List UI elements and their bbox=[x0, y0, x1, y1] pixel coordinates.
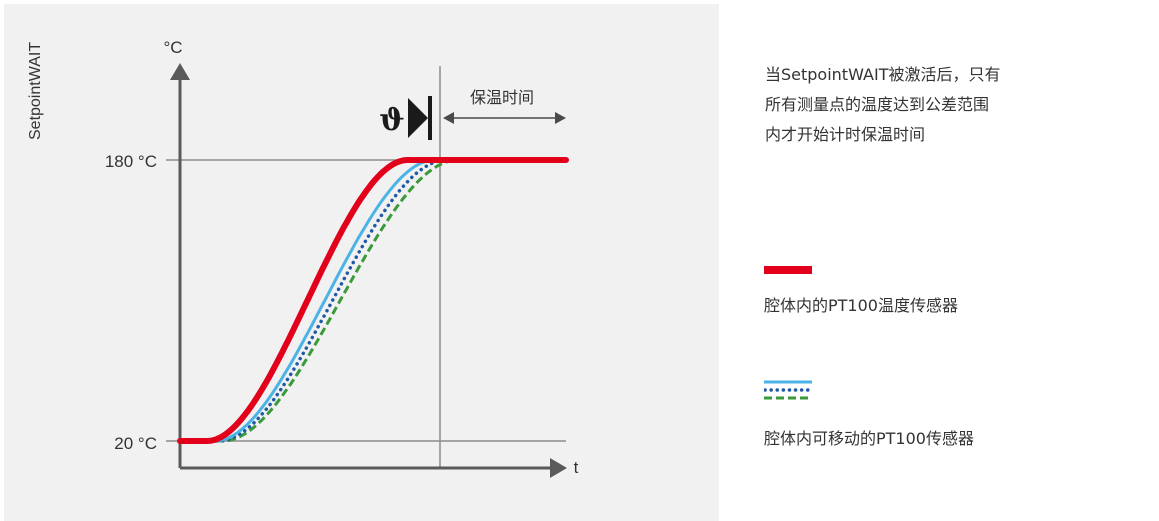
y-tick-180: 180 °C bbox=[105, 152, 157, 171]
legend-swatch-movable bbox=[764, 380, 814, 400]
y-axis-arrow bbox=[170, 63, 190, 80]
y-axis-label: SetpointWAIT bbox=[27, 42, 44, 140]
hold-marker-bar bbox=[428, 96, 432, 140]
hold-marker-triangle-icon bbox=[408, 98, 428, 138]
description-line-1: 当SetpointWAIT被激活后，只有 bbox=[765, 65, 1001, 84]
description-text: 当SetpointWAIT被激活后，只有 所有测量点的温度达到公差范围 内才开始… bbox=[765, 60, 1065, 150]
series-curve-dotted-2 bbox=[178, 158, 568, 443]
temperature-chart: SetpointWAIT °C t 180 °C 20 °C ϑ 保温时间 bbox=[27, 38, 579, 478]
chart-panel bbox=[4, 4, 719, 521]
hold-arrow-left-head bbox=[443, 112, 454, 124]
description-line-3: 内才开始计时保温时间 bbox=[765, 125, 926, 144]
series-layer bbox=[177, 157, 569, 444]
series-curve-solid-0 bbox=[177, 157, 569, 444]
y-tick-20: 20 °C bbox=[114, 434, 157, 453]
y-unit-label: °C bbox=[163, 38, 182, 57]
x-unit-label: t bbox=[574, 458, 579, 477]
series-curve-dashed-3 bbox=[180, 158, 566, 443]
series-curve-solid-1 bbox=[180, 158, 566, 443]
theta-symbol: ϑ bbox=[379, 103, 404, 138]
legend-swatch-red bbox=[764, 266, 812, 274]
description-line-2: 所有测量点的温度达到公差范围 bbox=[765, 95, 990, 114]
legend-label-chamber-sensor: 腔体内的PT100温度传感器 bbox=[764, 296, 958, 315]
hold-time-label: 保温时间 bbox=[470, 88, 534, 107]
x-axis-arrow bbox=[550, 458, 567, 478]
legend-label-movable-sensor: 腔体内可移动的PT100传感器 bbox=[764, 429, 974, 448]
hold-arrow-right-head bbox=[555, 112, 566, 124]
